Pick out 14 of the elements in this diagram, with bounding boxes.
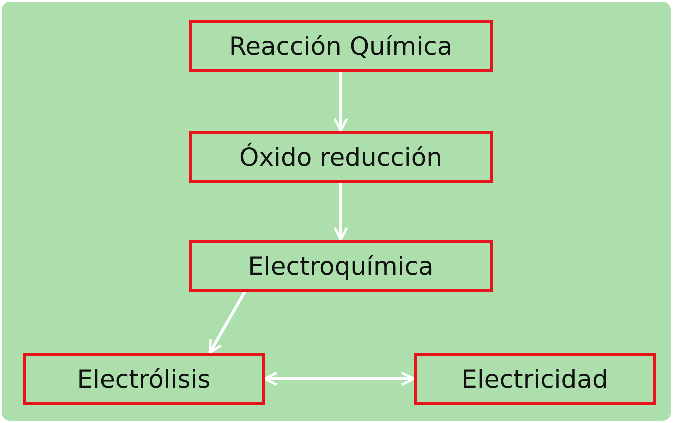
concept-box xyxy=(189,240,493,292)
arrow xyxy=(334,183,348,242)
arrow xyxy=(208,291,246,354)
concept-label: Óxido reducción xyxy=(240,142,442,172)
concept-label: Reacción Química xyxy=(229,32,453,60)
arrow xyxy=(264,372,416,386)
concept-box xyxy=(23,353,265,405)
concept-box xyxy=(189,20,493,72)
concept-label: Electroquímica xyxy=(248,252,434,280)
arrow xyxy=(334,72,348,132)
concept-box xyxy=(189,131,493,183)
concept-label: Electrólisis xyxy=(77,364,211,394)
concept-box xyxy=(414,353,656,405)
concept-label: Electricidad xyxy=(462,364,608,394)
